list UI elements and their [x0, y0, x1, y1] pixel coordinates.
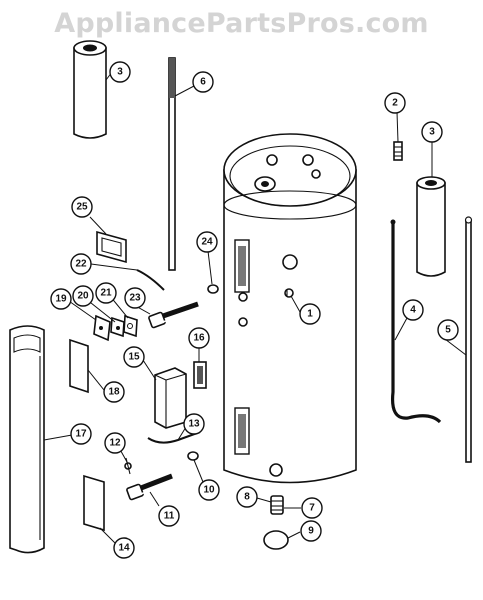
part-17-access-cover	[9, 325, 45, 554]
callout-label: 3	[429, 127, 435, 138]
callout-label: 5	[445, 325, 451, 336]
callout-6: 6	[192, 71, 214, 93]
part-9-cap	[263, 530, 289, 550]
part-21-clip	[123, 314, 138, 338]
callout-20: 20	[72, 285, 94, 307]
callout-label: 2	[392, 98, 398, 109]
callout-label: 21	[100, 288, 112, 299]
callout-24: 24	[196, 231, 218, 253]
part-24-gasket	[207, 284, 219, 294]
part-3-right-sleeve	[416, 176, 446, 277]
callout-10: 10	[198, 479, 220, 501]
callout-label: 11	[164, 511, 175, 522]
callout-label: 6	[200, 77, 206, 88]
callout-25: 25	[71, 196, 93, 218]
callout-label: 17	[75, 429, 87, 440]
callout-18: 18	[103, 381, 125, 403]
callout-13: 13	[183, 413, 205, 435]
callout-15: 15	[123, 346, 145, 368]
callout-14: 14	[113, 537, 135, 559]
callout-16: 16	[188, 327, 210, 349]
part-20-bracket	[110, 316, 125, 338]
callout-label: 23	[129, 293, 141, 304]
callout-label: 14	[118, 543, 130, 554]
part-14-plate	[83, 474, 105, 532]
callout-4: 4	[402, 299, 424, 321]
callout-label: 22	[75, 259, 87, 270]
callout-1: 1	[299, 303, 321, 325]
part-22-wire	[136, 269, 165, 291]
callout-7: 7	[301, 497, 323, 519]
callout-12: 12	[104, 432, 126, 454]
callout-label: 19	[55, 294, 67, 305]
callout-label: 24	[201, 237, 213, 248]
callout-label: 10	[203, 485, 215, 496]
callout-3a: 3	[109, 61, 131, 83]
callout-2: 2	[384, 92, 406, 114]
callout-17: 17	[70, 423, 92, 445]
callout-label: 20	[77, 291, 89, 302]
callout-label: 18	[108, 387, 120, 398]
callout-8: 8	[236, 486, 258, 508]
part-5-rod	[464, 216, 473, 463]
callout-3b: 3	[421, 121, 443, 143]
part-6-rod	[168, 57, 176, 271]
water-heater-tank	[223, 133, 357, 484]
callout-label: 4	[410, 305, 416, 316]
callout-11: 11	[158, 505, 180, 527]
callout-22: 22	[70, 253, 92, 275]
callout-label: 9	[308, 526, 314, 537]
callout-label: 3	[117, 67, 123, 78]
part-19-bracket	[93, 314, 111, 342]
callout-label: 16	[193, 333, 205, 344]
callout-label: 13	[188, 419, 200, 430]
part-16-thermostat	[193, 361, 207, 389]
callout-label: 15	[128, 352, 140, 363]
part-10-gasket	[187, 451, 199, 461]
callout-23: 23	[124, 287, 146, 309]
part-11-heating-element	[126, 473, 173, 501]
callout-21: 21	[95, 282, 117, 304]
callout-label: 1	[307, 309, 313, 320]
callout-label: 8	[244, 492, 250, 503]
part-2-fitting	[393, 141, 403, 161]
callout-label: 7	[309, 503, 315, 514]
part-15-insulation	[154, 367, 187, 429]
part-18-plate	[69, 338, 89, 394]
part-4-bent-rod	[390, 219, 442, 424]
watermark: AppliancePartsPros.com	[54, 8, 429, 39]
part-3-left-sleeve	[73, 40, 107, 139]
callout-5: 5	[437, 319, 459, 341]
part-8-valve	[270, 495, 284, 515]
part-23-heating-element	[148, 301, 199, 329]
part-13-wire	[147, 431, 201, 444]
part-25-thermostat	[96, 230, 127, 264]
callout-19: 19	[50, 288, 72, 310]
callout-label: 25	[76, 202, 88, 213]
callout-label: 12	[109, 438, 121, 449]
callout-9: 9	[300, 520, 322, 542]
